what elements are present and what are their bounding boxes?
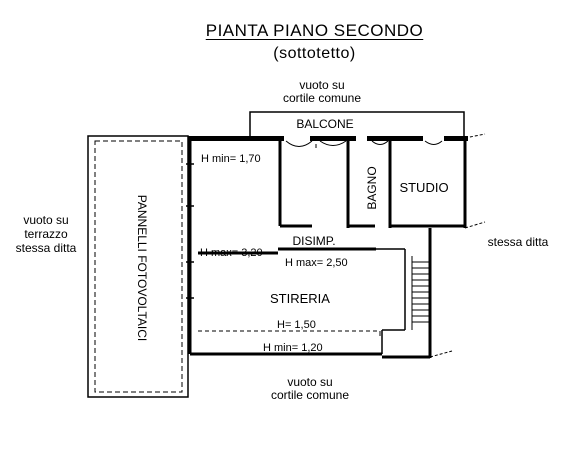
label-top-context-2: cortile comune [282, 91, 362, 105]
stairs [412, 261, 430, 323]
label-left-context-2: terrazzo [24, 227, 68, 241]
label-h-max-2: H max= 2,50 [285, 257, 348, 269]
label-bottom-context-1: vuoto su [287, 375, 333, 389]
label-left-context-3: stessa ditta [15, 241, 77, 255]
label-bottom-context: vuoto su cortile comune [250, 376, 370, 402]
drawing-subtitle: (sottotetto) [273, 45, 356, 62]
label-top-context-1: vuoto su [299, 78, 345, 92]
label-disimp: DISIMP. [292, 234, 335, 248]
label-h-min-1: H min= 1,70 [201, 153, 261, 165]
label-pannelli: PANNELLI FOTOVOLTAICI [135, 195, 149, 341]
label-balcone: BALCONE [296, 117, 353, 131]
outer-wall-top-4 [444, 136, 468, 141]
label-bagno: BAGNO [365, 166, 379, 209]
label-left-context-1: vuoto su [23, 213, 69, 227]
label-right-context: stessa ditta [487, 235, 549, 249]
label-stireria: STIRERIA [270, 291, 330, 306]
solar-panel-inner [94, 140, 183, 393]
label-top-context: vuoto su cortile comune [262, 79, 382, 105]
label-studio: STUDIO [399, 180, 448, 195]
label-h-max-1: H max= 3,20 [200, 247, 263, 259]
solar-panel-outline [87, 135, 189, 398]
label-h-mid: H= 1,50 [277, 319, 316, 331]
outer-wall-top [188, 136, 284, 141]
label-bottom-context-2: cortile comune [270, 388, 350, 402]
outer-wall-top-2 [310, 136, 356, 141]
balcony-outline [249, 111, 465, 136]
drawing-title: PIANTA PIANO SECONDO [205, 21, 424, 40]
label-h-min-2: H min= 1,20 [263, 342, 323, 354]
label-left-context: vuoto su terrazzo stessa ditta [6, 213, 86, 255]
outer-wall-top-3 [367, 136, 423, 141]
